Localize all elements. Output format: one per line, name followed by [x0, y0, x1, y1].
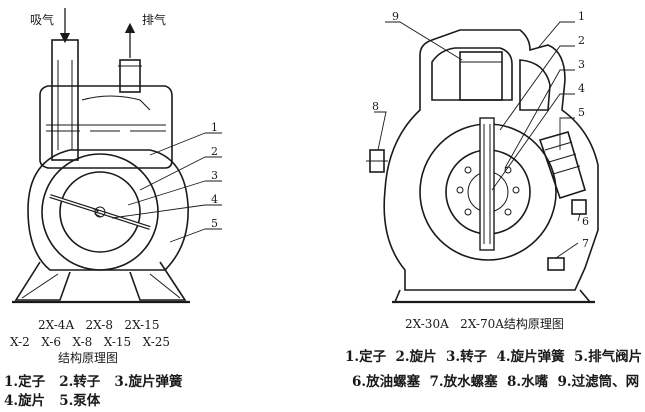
right-legend-line-2: 6.放油螺塞 7.放水螺塞 8.水嘴 9.过滤筒、网 — [352, 373, 639, 390]
right-callout-2: 2 — [578, 34, 585, 47]
intake-label: 吸气 — [30, 12, 54, 27]
left-callout-2: 2 — [211, 145, 218, 158]
right-callout-1: 1 — [578, 10, 585, 23]
right-caption: 2X-30A 2X-70A结构原理图 — [405, 316, 564, 331]
left-model-line-2: X-2 X-6 X-8 X-15 X-25 — [10, 335, 170, 349]
left-legend-line-2: 4.旋片 5.泵体 — [4, 392, 101, 409]
right-callout-6: 6 — [582, 215, 589, 228]
exhaust-label: 排气 — [142, 12, 166, 27]
right-callout-4: 4 — [578, 82, 585, 95]
right-callout-3: 3 — [578, 58, 585, 71]
right-pump-drawing — [366, 21, 599, 304]
left-callout-5: 5 — [211, 217, 218, 230]
left-model-line-1: 2X-4A 2X-8 2X-15 — [38, 318, 160, 332]
right-callout-9: 9 — [392, 10, 399, 23]
right-callout-5: 5 — [578, 106, 585, 119]
left-pump-drawing — [12, 8, 222, 304]
right-legend-line-1: 1.定子 2.旋片 3.转子 4.旋片弹簧 5.排气阀片 — [345, 348, 642, 365]
left-callout-3: 3 — [211, 169, 218, 182]
right-callout-8: 8 — [372, 100, 379, 113]
left-callout-4: 4 — [211, 193, 218, 206]
left-callout-1: 1 — [211, 121, 218, 134]
left-legend-line-1: 1.定子 2.转子 3.旋片弹簧 — [4, 373, 183, 390]
left-caption: 结构原理图 — [58, 350, 118, 365]
right-callout-7: 7 — [582, 237, 589, 250]
